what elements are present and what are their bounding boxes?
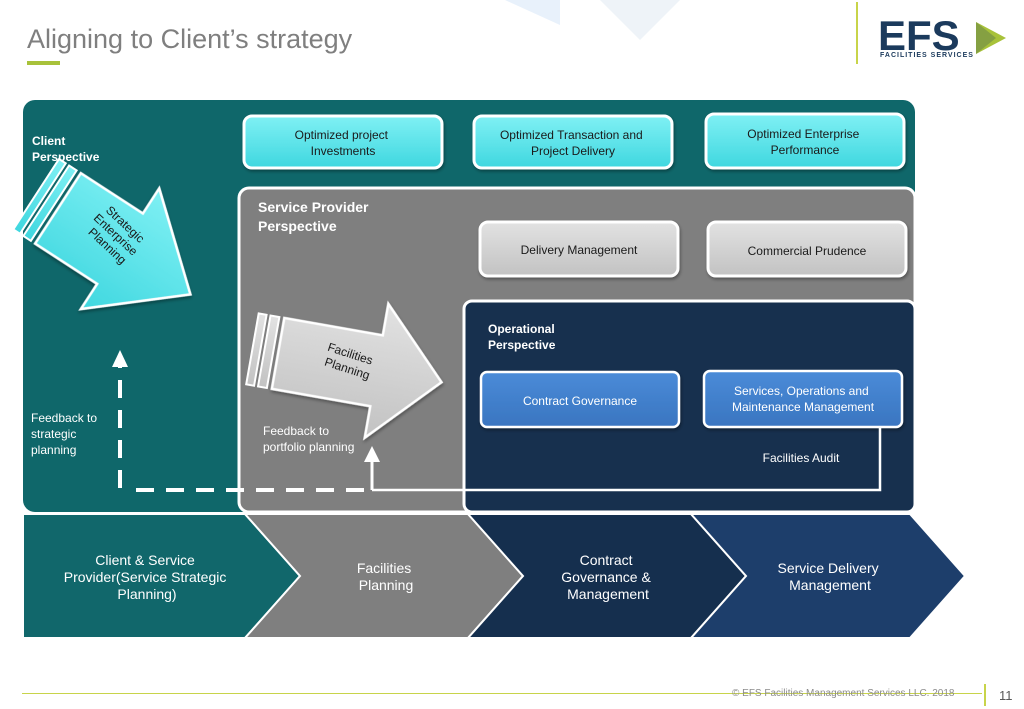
logo-arrow-shade-icon (976, 22, 996, 54)
logo-subtitle: FACILITIES SERVICES (880, 52, 974, 59)
feedback-strategic-label: Feedback to strategic planning (31, 411, 100, 457)
svg-text:Optimized Enterprise Per: Optimized Enterprise Performance (747, 127, 862, 157)
page-title: Aligning to Client’s strategy (27, 24, 353, 54)
efs-logo: EFS (878, 14, 1006, 59)
client-box-project-investments: Optimized project Investments (242, 114, 444, 170)
chevron-client-service: Client & Service Provider(Service Strate… (22, 513, 302, 639)
chevron-service-delivery: Service Delivery Management (688, 513, 967, 639)
feedback-portfolio-label: Feedback to portfolio planning (263, 424, 354, 454)
feedback-up-arrow-icon (364, 446, 380, 462)
footer-divider (22, 693, 982, 694)
svg-text:Contract Governance: Contract Governance (523, 394, 637, 408)
feedback-up-arrow-icon (112, 350, 128, 367)
footer-copyright: © EFS Facilities Management Services LLC… (732, 688, 955, 699)
operational-panel (462, 299, 917, 514)
svg-text:Service Delivery Managem: Service Delivery Management (777, 560, 882, 593)
logo-text: EFS (878, 14, 960, 59)
logo-arrow-icon (976, 22, 1006, 54)
decor-triangle (505, 0, 560, 25)
operational-perspective-label: Operational Perspective (488, 322, 558, 352)
client-box-transaction-delivery: Optimized Transaction and Project Delive… (472, 114, 674, 170)
feedback-loop-lines (118, 366, 882, 492)
svg-text:Client & Service Provide: Client & Service Provider(Service Strate… (64, 552, 231, 602)
footer-separator (984, 684, 986, 706)
service-provider-perspective-label: Service Provider Perspective (258, 199, 372, 234)
facilities-planning-arrow: Facilities Planning (245, 300, 444, 441)
chevron-facilities-planning: Facilities Planning (242, 513, 525, 639)
commercial-prudence-box: Commercial Prudence (706, 220, 908, 278)
contract-governance-box: Contract Governance (479, 370, 681, 429)
strategic-planning-arrow: Strategic Enterprise Planning (11, 157, 193, 311)
svg-text:Commercial Prudence: Commercial Prudence (748, 244, 867, 258)
svg-text:Delivery Management: Delivery Management (521, 243, 638, 257)
title-underline (27, 61, 60, 65)
services-operations-box: Services, Operations and Maintenance Man… (702, 369, 904, 429)
svg-text:Optimized project Invest: Optimized project Investments (295, 128, 392, 158)
client-box-enterprise-performance: Optimized Enterprise Performance (704, 112, 906, 170)
delivery-management-box: Delivery Management (478, 220, 680, 278)
svg-text:Optimized Transaction and: Optimized Transaction and Project Delive… (500, 128, 646, 158)
logo-divider (856, 2, 858, 64)
page-number: 11 (999, 688, 1013, 703)
facilities-audit-label: Facilities Audit (763, 451, 840, 465)
svg-text:Facilities Planning: Facilities Planning (357, 560, 415, 593)
chevron-contract-governance: Contract Governance & Management (465, 513, 748, 639)
svg-text:Contract Governance &: Contract Governance & Management (561, 552, 654, 602)
client-perspective-label: Client Perspective (32, 134, 100, 164)
decor-triangle (600, 0, 680, 40)
svg-text:Services, Operations and: Services, Operations and Maintenance Man… (732, 384, 875, 414)
